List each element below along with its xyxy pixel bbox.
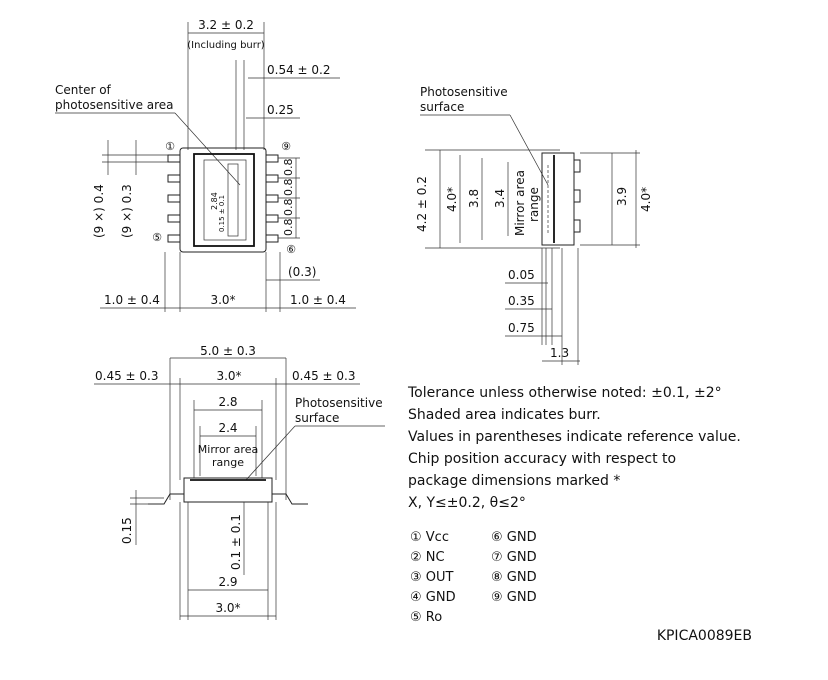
dim-025: 0.25 xyxy=(267,103,294,117)
label-center-1: Center of xyxy=(55,83,112,97)
dim-03-ref: (0.3) xyxy=(288,265,316,279)
dim-30b: 3.0* xyxy=(215,601,240,615)
pin-7: ⑦ GND xyxy=(491,550,537,565)
dim-34: 3.4 xyxy=(493,189,507,208)
side-mirror-2: range xyxy=(527,187,541,222)
dim-24: 2.4 xyxy=(218,421,237,435)
top-view: 3.2 ± 0.2 (Including burr) 0.54 ± 0.2 0.… xyxy=(55,18,356,312)
dim-9x03: (9 ×) 0.3 xyxy=(120,184,134,238)
dim-054: 0.54 ± 0.2 xyxy=(267,63,331,77)
dim-pitch-1: 0.8 xyxy=(282,159,295,177)
dim-015-top: 0.15 ± 0.1 xyxy=(218,195,226,232)
dim-40r: 4.0* xyxy=(639,187,653,212)
side-label-2: surface xyxy=(420,100,464,114)
dim-005: 0.05 xyxy=(508,268,535,282)
dim-284: 2.84 xyxy=(210,192,219,210)
side-mirror-1: Mirror area xyxy=(513,170,527,236)
note-6: X, Y≤±0.2, θ≤2° xyxy=(408,495,526,511)
pin-1: ① Vcc xyxy=(410,530,449,545)
dim-015-front: 0.15 xyxy=(120,517,134,544)
note-3: Values in parentheses indicate reference… xyxy=(408,429,741,445)
pin-mark-1: ① xyxy=(165,140,175,153)
pin-9: ⑨ GND xyxy=(491,590,537,605)
pin-5: ⑤ Ro xyxy=(410,610,442,625)
dim-width: 3.2 ± 0.2 xyxy=(198,18,254,32)
front-label-1: Photosensitive xyxy=(295,396,383,410)
dim-40: 4.0* xyxy=(445,187,459,212)
dim-13: 1.3 xyxy=(550,346,569,360)
note-5: package dimensions marked * xyxy=(408,473,620,489)
dim-left: 1.0 ± 0.4 xyxy=(104,293,160,307)
dim-pitch-3: 0.8 xyxy=(282,199,295,217)
dim-01: 0.1 ± 0.1 xyxy=(229,514,243,570)
pin-8: ⑧ GND xyxy=(491,570,537,585)
dim-pitch-4: 0.8 xyxy=(282,219,295,237)
dim-50: 5.0 ± 0.3 xyxy=(200,344,256,358)
side-view: Photosensitive surface 4.2 ± 0.2 4.0* 3.… xyxy=(415,85,653,365)
dim-center: 3.0* xyxy=(210,293,235,307)
drawing-code: KPICA0089EB xyxy=(657,628,752,644)
dim-035: 0.35 xyxy=(508,294,535,308)
pin-list: ① Vcc ② NC ③ OUT ④ GND ⑤ Ro ⑥ GND ⑦ GND … xyxy=(410,530,537,625)
dim-075: 0.75 xyxy=(508,321,535,335)
note-2: Shaded area indicates burr. xyxy=(408,407,601,423)
dim-045l: 0.45 ± 0.3 xyxy=(95,369,159,383)
dim-42: 4.2 ± 0.2 xyxy=(415,176,429,232)
pin-4: ④ GND xyxy=(410,590,456,605)
dim-pitch-2: 0.8 xyxy=(282,179,295,197)
dim-045r: 0.45 ± 0.3 xyxy=(292,369,356,383)
pin-mark-9: ⑨ xyxy=(281,140,291,153)
dim-9x04: (9 ×) 0.4 xyxy=(92,184,106,238)
notes: Tolerance unless otherwise noted: ±0.1, … xyxy=(407,385,741,511)
front-label-2: surface xyxy=(295,411,339,425)
dim-28: 2.8 xyxy=(218,395,237,409)
pin-3: ③ OUT xyxy=(410,570,454,585)
note-4: Chip position accuracy with respect to xyxy=(408,451,676,467)
dim-39: 3.9 xyxy=(615,187,629,206)
dim-29: 2.9 xyxy=(218,575,237,589)
dim-30: 3.0* xyxy=(216,369,241,383)
label-center-2: photosensitive area xyxy=(55,98,174,112)
pin-mark-5: ⑤ xyxy=(152,231,162,244)
dim-width-note: (Including burr) xyxy=(187,40,265,51)
dim-right: 1.0 ± 0.4 xyxy=(290,293,346,307)
dim-38: 3.8 xyxy=(467,189,481,208)
note-1: Tolerance unless otherwise noted: ±0.1, … xyxy=(407,385,722,401)
pin-mark-6: ⑥ xyxy=(286,243,296,256)
front-view: 5.0 ± 0.3 0.45 ± 0.3 3.0* 0.45 ± 0.3 2.8… xyxy=(94,344,385,620)
front-mirror-2: range xyxy=(212,456,244,469)
pin-2: ② NC xyxy=(410,550,445,565)
pin-6: ⑥ GND xyxy=(491,530,537,545)
side-label-1: Photosensitive xyxy=(420,85,508,99)
front-mirror-1: Mirror area xyxy=(198,443,258,456)
